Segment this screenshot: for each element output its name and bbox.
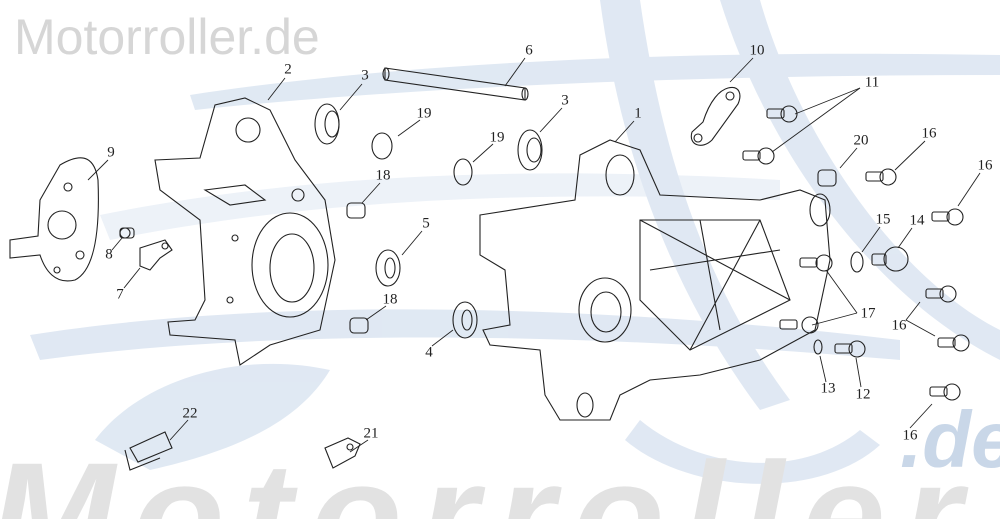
clip-part (124, 431, 173, 471)
bearing-part (314, 103, 340, 145)
callout-15: 15 (875, 211, 891, 228)
bolt-part (766, 105, 798, 123)
plate-part (690, 86, 741, 146)
watermark-de-suffix: .de (900, 395, 1000, 484)
leader-lines (87, 57, 981, 453)
callout-5: 5 (422, 215, 430, 232)
callout-2: 2 (284, 61, 292, 78)
drain-plug-part (871, 246, 909, 272)
bolt-part (865, 168, 897, 186)
callout-7: 7 (116, 286, 124, 303)
washer-part (813, 339, 823, 355)
callout-11: 11 (864, 74, 880, 91)
oil-seal-part (375, 249, 401, 287)
callout-16: 16 (977, 157, 993, 174)
callout-19: 19 (416, 105, 432, 122)
circlip-part (371, 132, 393, 160)
callout-13: 13 (820, 380, 836, 397)
dowel-part (349, 317, 369, 334)
callout-3: 3 (361, 67, 369, 84)
dowel-part (817, 169, 837, 187)
callout-21: 21 (363, 425, 379, 442)
callout-17: 17 (860, 305, 876, 322)
callout-9: 9 (107, 144, 115, 161)
callout-8: 8 (105, 246, 113, 263)
bolt-part (779, 316, 819, 334)
callout-3: 3 (561, 92, 569, 109)
callout-4: 4 (425, 344, 433, 361)
callout-18: 18 (375, 167, 391, 184)
oil-seal-part (452, 301, 478, 339)
screw-part (119, 227, 135, 239)
circlip-part (453, 158, 473, 186)
bracket-part (139, 239, 173, 271)
callout-19: 19 (489, 129, 505, 146)
left-crankcase-part (154, 97, 336, 366)
bolt-part (834, 340, 866, 358)
shaft-part (382, 67, 529, 101)
dowel-part (346, 202, 366, 219)
callout-1: 1 (634, 105, 642, 122)
callout-18: 18 (382, 291, 398, 308)
bolt-part (742, 147, 775, 165)
bolt-part (931, 208, 964, 226)
right-crankcase-part (479, 139, 831, 421)
callout-20: 20 (853, 132, 869, 149)
callout-12: 12 (855, 386, 871, 403)
callout-10: 10 (749, 42, 765, 59)
watermark-top-text: Motorroller.de (14, 9, 320, 65)
bolt-part (799, 254, 833, 272)
bolt-part (937, 334, 970, 352)
bolt-part (925, 285, 957, 303)
clip-part (324, 437, 361, 469)
callout-14: 14 (909, 212, 925, 229)
callout-16: 16 (902, 427, 918, 444)
gasket-plate-part (9, 157, 99, 282)
callout-16: 16 (891, 317, 907, 334)
callout-22: 22 (182, 405, 198, 422)
washer-part (850, 251, 864, 273)
bolt-part (929, 383, 961, 401)
callout-16: 16 (921, 125, 937, 142)
callout-6: 6 (525, 42, 533, 59)
bearing-part (517, 129, 543, 171)
